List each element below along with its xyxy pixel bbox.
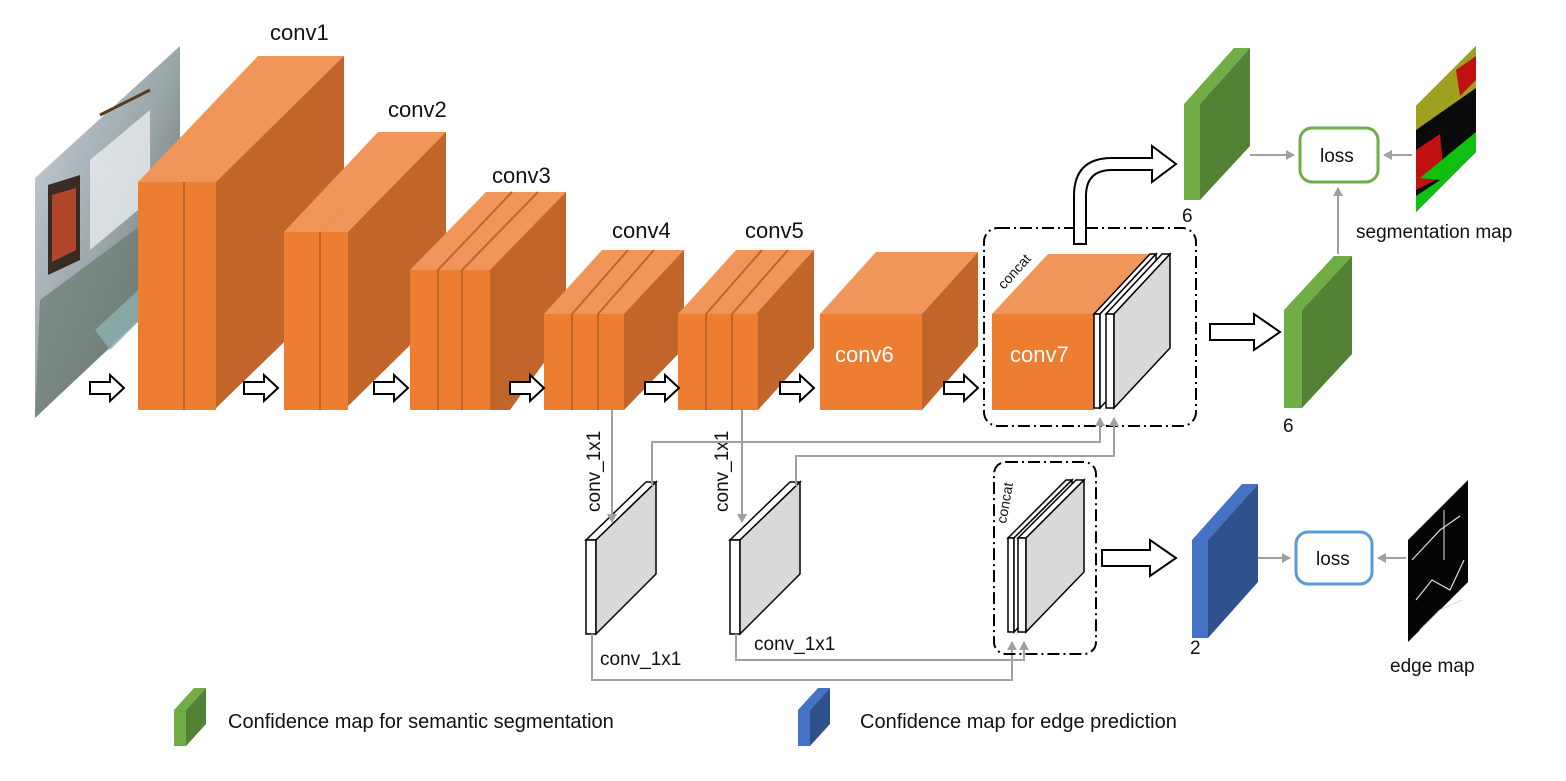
legend-edge-label: Confidence map for edge prediction	[860, 711, 1177, 733]
legend-semantic-label: Confidence map for semantic segmentation	[228, 711, 614, 733]
arrow-to-edge	[1101, 538, 1178, 578]
conv4-label: conv4	[612, 218, 671, 243]
conv7-block	[992, 252, 1172, 410]
loss-seg-box	[1298, 126, 1380, 184]
legend-semantic-swatch	[174, 688, 206, 746]
seg-out-top-count: 6	[1182, 206, 1193, 227]
segmentation-map-image	[1416, 46, 1476, 212]
edge-output	[1192, 484, 1258, 638]
seg-out-mid-count: 6	[1283, 416, 1294, 437]
branch-b-feature	[728, 480, 802, 636]
curved-arrow-to-seg	[1073, 144, 1178, 245]
loss-edge-label: loss	[1316, 549, 1350, 570]
branch-a-feature	[584, 480, 658, 636]
conv3-label: conv3	[492, 163, 551, 188]
concat-bottom-feature	[1006, 478, 1086, 634]
seg-output-top	[1184, 48, 1250, 200]
conv2-label: conv2	[388, 97, 447, 122]
conv5-label: conv5	[745, 218, 804, 243]
conv7-label: conv7	[1010, 342, 1069, 367]
conv6-block	[820, 252, 978, 410]
arrow-to-seg-mid	[1209, 312, 1282, 352]
conv-1x1-b-bottom: conv_1x1	[754, 634, 835, 655]
segmentation-map-label: segmentation map	[1356, 222, 1512, 243]
conv6-label: conv6	[835, 342, 894, 367]
conv3-block	[410, 191, 566, 410]
conv-1x1-a-vertical: conv_1x1	[584, 431, 605, 512]
conv-1x1-b-vertical: conv_1x1	[712, 431, 733, 512]
seg-output-mid	[1284, 256, 1352, 408]
legend-edge-swatch	[798, 688, 830, 746]
concat-bottom-label: concat	[993, 481, 1016, 525]
concat-top-box	[983, 227, 1197, 427]
concat-bottom-box	[993, 461, 1097, 655]
branch-connectors-bottom	[591, 634, 1029, 681]
conv-1x1-a-bottom: conv_1x1	[600, 649, 681, 670]
conv1-label: conv1	[270, 20, 329, 45]
edge-map-image	[1408, 480, 1468, 642]
branch-connectors-top	[651, 417, 1119, 486]
conv5-block	[678, 249, 814, 410]
conv2-block	[284, 132, 446, 410]
edge-map-label: edge map	[1390, 656, 1475, 677]
edge-out-count: 2	[1190, 638, 1201, 659]
loss-seg-label: loss	[1320, 146, 1354, 167]
loss-edge-box	[1294, 530, 1374, 586]
conv4-block	[544, 249, 684, 410]
